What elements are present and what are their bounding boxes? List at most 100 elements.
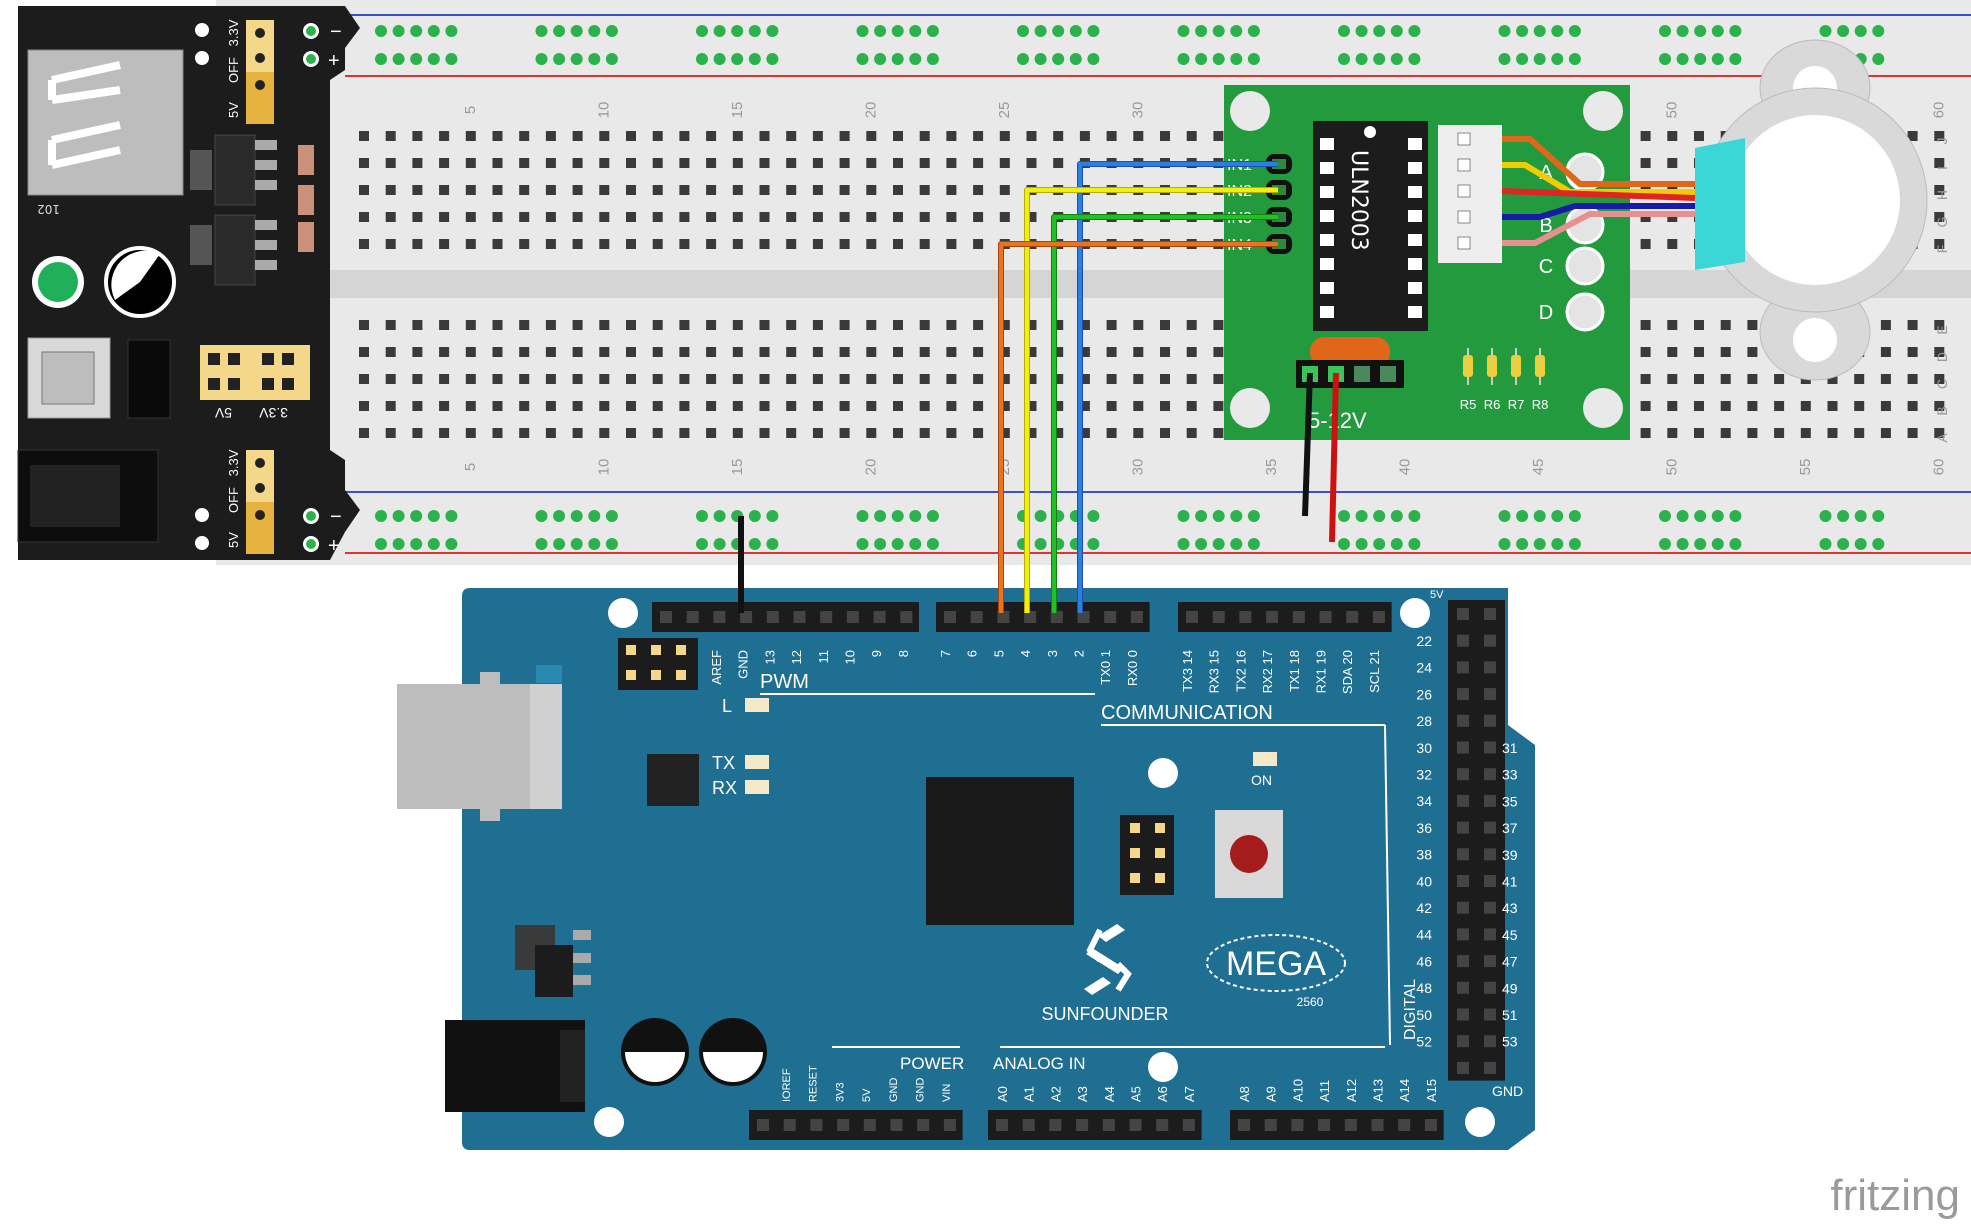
header-pin[interactable] <box>1457 794 1469 807</box>
header-pin[interactable] <box>837 1119 850 1131</box>
header-pin[interactable] <box>713 611 726 623</box>
header-pin[interactable] <box>686 611 699 623</box>
header-pin[interactable] <box>1457 901 1469 914</box>
breadboard-hole <box>706 428 717 438</box>
header-pin[interactable] <box>1050 611 1063 623</box>
header-pin[interactable] <box>1484 688 1496 701</box>
header-pin[interactable] <box>970 611 983 623</box>
header-pin[interactable] <box>1049 1119 1062 1131</box>
header-pin[interactable] <box>820 611 833 623</box>
header-pin[interactable] <box>1457 741 1469 754</box>
header-pin[interactable] <box>1102 1119 1115 1131</box>
header-pin[interactable] <box>900 611 913 623</box>
header-pin[interactable] <box>1457 768 1469 781</box>
header-pin[interactable] <box>1424 1119 1437 1131</box>
header-pin[interactable] <box>890 1119 903 1131</box>
header-pin[interactable] <box>943 1119 956 1131</box>
header-pin[interactable] <box>1484 714 1496 727</box>
header-pin[interactable] <box>1484 848 1496 861</box>
header-pin[interactable] <box>1076 1119 1089 1131</box>
header-pin[interactable] <box>1398 1119 1411 1131</box>
column-number: 55 <box>1797 459 1814 476</box>
header-pin[interactable] <box>1484 955 1496 968</box>
header-pin[interactable] <box>1457 634 1469 647</box>
header-pin[interactable] <box>1156 1119 1169 1131</box>
header-pin[interactable] <box>1457 981 1469 994</box>
header-pin[interactable] <box>1104 611 1117 623</box>
header-pin[interactable] <box>944 611 956 623</box>
header-pin[interactable] <box>1457 1008 1469 1021</box>
header-pin[interactable] <box>1318 1119 1331 1131</box>
header-pin[interactable] <box>1264 1119 1277 1131</box>
breadboard-hole <box>786 239 797 249</box>
header-pin[interactable] <box>863 1119 876 1131</box>
header-pin[interactable] <box>1344 1119 1357 1131</box>
header-pin[interactable] <box>873 611 886 623</box>
header-pin[interactable] <box>1182 1119 1195 1131</box>
header-pin[interactable] <box>740 611 753 623</box>
header-pin[interactable] <box>1457 688 1469 701</box>
breadboard-hole <box>1934 185 1945 195</box>
header-pin[interactable] <box>1484 821 1496 834</box>
header-pin[interactable] <box>1457 848 1469 861</box>
header-pin[interactable] <box>997 611 1010 623</box>
header-pin[interactable] <box>660 611 672 623</box>
header-pin[interactable] <box>1239 611 1252 623</box>
header-pin[interactable] <box>1266 611 1279 623</box>
header-pin[interactable] <box>783 1119 796 1131</box>
header-pin[interactable] <box>1484 928 1496 941</box>
header-pin[interactable] <box>1319 611 1332 623</box>
header-pin[interactable] <box>757 1119 769 1131</box>
header-pin[interactable] <box>1130 611 1143 623</box>
header-pin[interactable] <box>846 611 859 623</box>
header-pin[interactable] <box>1129 1119 1142 1131</box>
header-pin[interactable] <box>1212 611 1225 623</box>
header-pin[interactable] <box>1484 875 1496 887</box>
jumper-bottom[interactable] <box>246 450 274 502</box>
header-pin[interactable] <box>1292 611 1305 623</box>
header-pin[interactable] <box>1457 875 1469 887</box>
header-pin[interactable] <box>1484 1008 1496 1021</box>
header-pin[interactable] <box>1484 741 1496 754</box>
header-pin[interactable] <box>1024 611 1037 623</box>
header-pin[interactable] <box>1346 611 1359 623</box>
reset-button[interactable] <box>1230 835 1268 873</box>
header-pin[interactable] <box>1457 821 1469 834</box>
header-pin[interactable] <box>1484 661 1496 674</box>
header-pin[interactable] <box>1484 901 1496 914</box>
fritzing-watermark: fritzing <box>1830 1171 1960 1220</box>
column-number: 60 <box>1930 459 1947 476</box>
power-switch[interactable] <box>127 339 171 419</box>
jumper-top[interactable] <box>246 20 274 72</box>
header-pin[interactable] <box>1484 794 1496 807</box>
header-pin[interactable] <box>1186 611 1198 623</box>
header-pin[interactable] <box>1371 1119 1384 1131</box>
header-pin[interactable] <box>1457 1061 1469 1074</box>
header-pin[interactable] <box>1484 608 1496 620</box>
header-pin[interactable] <box>1291 1119 1304 1131</box>
breadboard-hole <box>1880 374 1891 384</box>
header-pin[interactable] <box>766 611 779 623</box>
power-jumper[interactable] <box>1310 337 1390 367</box>
header-pin[interactable] <box>1484 1061 1496 1074</box>
header-pin[interactable] <box>810 1119 823 1131</box>
header-pin[interactable] <box>1457 608 1469 620</box>
header-pin[interactable] <box>1484 981 1496 994</box>
header-pin[interactable] <box>1484 1035 1496 1048</box>
header-pin[interactable] <box>1238 1119 1250 1131</box>
header-pin[interactable] <box>996 1119 1008 1131</box>
header-pin[interactable] <box>1457 928 1469 941</box>
header-pin[interactable] <box>1484 634 1496 647</box>
header-pin[interactable] <box>1457 661 1469 674</box>
header-pin[interactable] <box>1457 955 1469 968</box>
digital-header-left <box>1448 600 1478 1081</box>
rail-hole <box>1230 53 1243 65</box>
header-pin[interactable] <box>793 611 806 623</box>
header-pin[interactable] <box>1022 1119 1035 1131</box>
header-pin[interactable] <box>1457 1035 1469 1048</box>
header-pin[interactable] <box>917 1119 930 1131</box>
header-pin[interactable] <box>1372 611 1385 623</box>
header-pin[interactable] <box>1457 714 1469 727</box>
header-pin[interactable] <box>1077 611 1090 623</box>
header-pin[interactable] <box>1484 768 1496 781</box>
